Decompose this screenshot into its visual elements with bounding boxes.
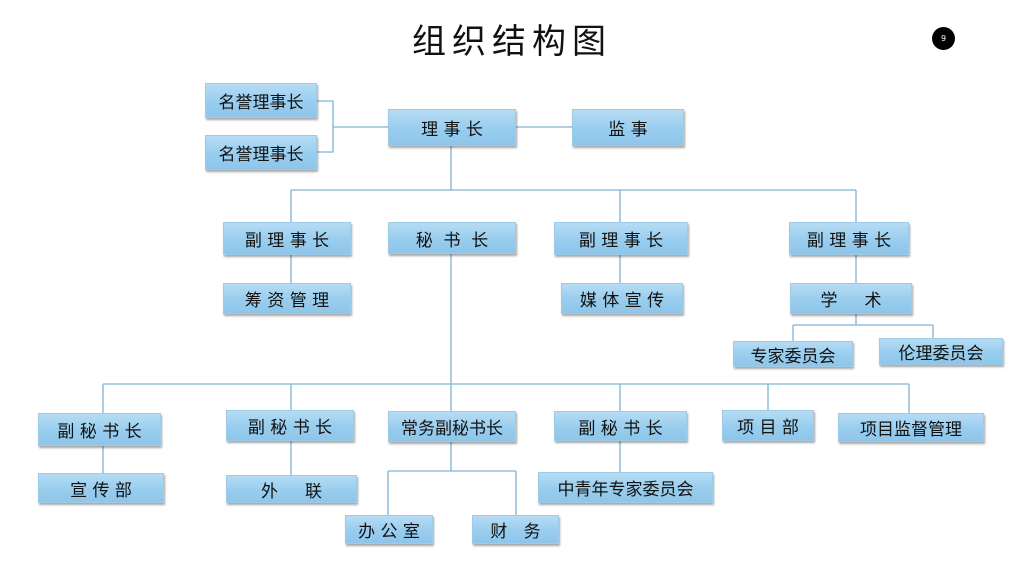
node-academic[interactable]: 学 术	[790, 283, 912, 314]
node-project-dept[interactable]: 项 目 部	[722, 410, 814, 441]
node-deputy-secretary-3[interactable]: 副 秘 书 长	[554, 411, 687, 441]
slide-title: 组织结构图	[412, 22, 612, 62]
connector-honorary-bracket	[317, 100, 334, 153]
node-vice-chair-1[interactable]: 副 理 事 长	[223, 222, 351, 255]
node-office[interactable]: 办 公 室	[345, 515, 433, 544]
node-ethics-committee[interactable]: 伦理委员会	[879, 338, 1003, 365]
node-chairman[interactable]: 理 事 长	[388, 109, 516, 146]
connector-academic-committees	[792, 314, 934, 341]
node-vice-chair-2[interactable]: 副 理 事 长	[554, 222, 688, 255]
node-external-liaison[interactable]: 外 联	[226, 475, 357, 503]
node-media[interactable]: 媒 体 宣 传	[561, 283, 683, 314]
node-fundraising[interactable]: 筹 资 管 理	[223, 283, 351, 314]
node-project-supervision[interactable]: 项目监督管理	[838, 413, 984, 442]
node-honorary-chair-1[interactable]: 名誉理事长	[205, 83, 317, 118]
node-finance[interactable]: 财 务	[472, 515, 559, 544]
node-publicity-dept[interactable]: 宣 传 部	[38, 473, 164, 503]
node-exec-deputy-secretary[interactable]: 常务副秘书长	[388, 411, 516, 442]
node-deputy-secretary-2[interactable]: 副 秘 书 长	[226, 410, 354, 441]
connector-exec-deputy-split	[387, 442, 517, 515]
node-youth-expert-committee[interactable]: 中青年专家委员会	[538, 472, 713, 503]
node-deputy-secretary-1[interactable]: 副 秘 书 长	[38, 413, 161, 446]
node-vice-chair-3[interactable]: 副 理 事 长	[789, 222, 909, 255]
page-number-badge: 9	[932, 27, 955, 50]
node-supervisor[interactable]: 监 事	[572, 109, 684, 146]
node-expert-committee[interactable]: 专家委员会	[733, 341, 853, 367]
node-honorary-chair-2[interactable]: 名誉理事长	[205, 135, 317, 170]
node-secretary-general[interactable]: 秘 书 长	[388, 222, 516, 254]
